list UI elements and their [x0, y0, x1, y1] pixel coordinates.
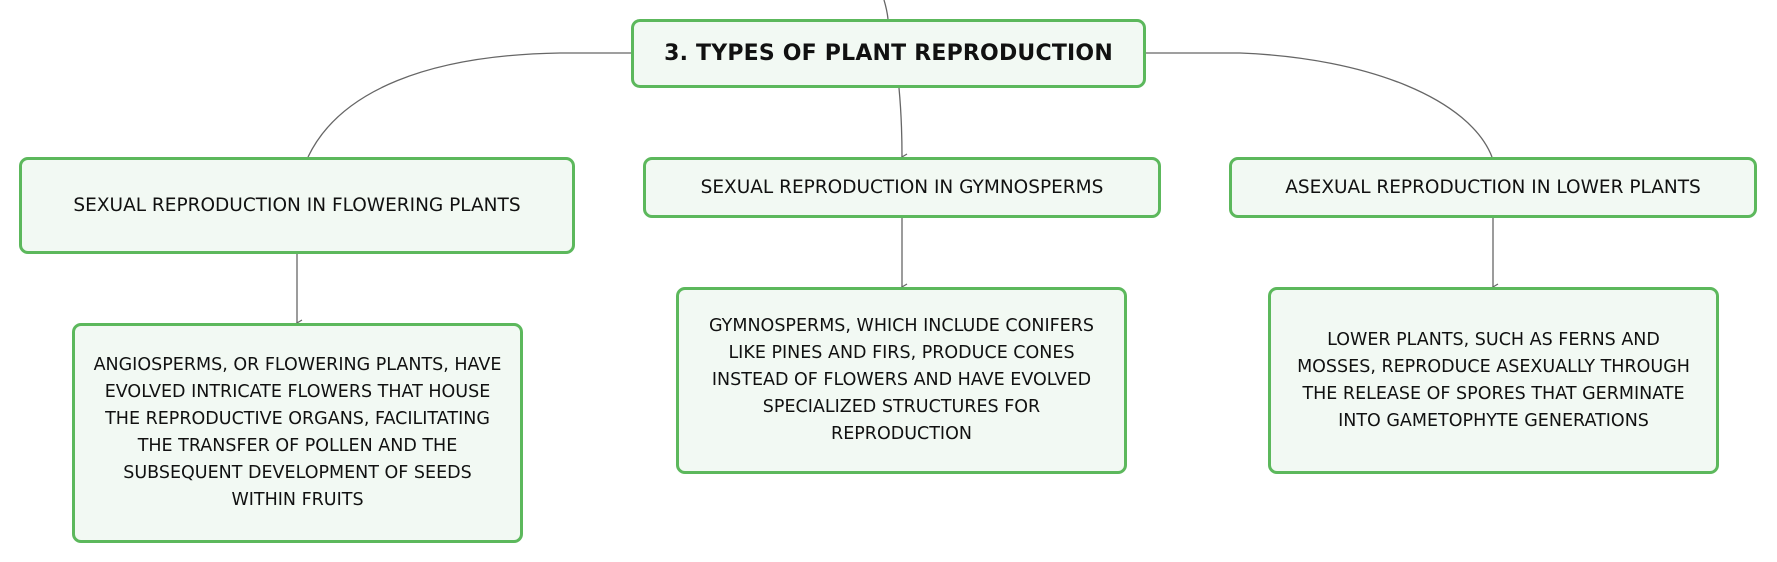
connector-root-to-branch-2: [898, 87, 908, 161]
connector-parent-to-root: [883, 0, 889, 20]
root-topic-node[interactable]: 3. TYPES OF PLANT REPRODUCTION: [631, 19, 1146, 88]
root-topic-label: 3. TYPES OF PLANT REPRODUCTION: [664, 41, 1113, 66]
detail-node-flowering-plants[interactable]: ANGIOSPERMS, OR FLOWERING PLANTS, HAVE E…: [72, 323, 523, 543]
connector-root-to-branch-3: [1146, 52, 1493, 158]
detail-text-gymnosperms: GYMNOSPERMS, WHICH INCLUDE CONIFERS LIKE…: [708, 316, 1094, 444]
branch-label-flowering-plants: SEXUAL REPRODUCTION IN FLOWERING PLANTS: [73, 195, 521, 216]
detail-text-lower-plants: LOWER PLANTS, SUCH AS FERNS AND MOSSES, …: [1297, 329, 1690, 431]
branch-node-lower-plants[interactable]: ASEXUAL REPRODUCTION IN LOWER PLANTS: [1229, 157, 1757, 218]
detail-node-lower-plants[interactable]: LOWER PLANTS, SUCH AS FERNS AND MOSSES, …: [1268, 287, 1719, 474]
branch-node-gymnosperms[interactable]: SEXUAL REPRODUCTION IN GYMNOSPERMS: [643, 157, 1161, 218]
connector-root-to-branch-1: [307, 52, 631, 158]
branch-label-lower-plants: ASEXUAL REPRODUCTION IN LOWER PLANTS: [1285, 177, 1701, 198]
detail-node-gymnosperms[interactable]: GYMNOSPERMS, WHICH INCLUDE CONIFERS LIKE…: [676, 287, 1127, 474]
detail-text-flowering-plants: ANGIOSPERMS, OR FLOWERING PLANTS, HAVE E…: [93, 355, 502, 510]
branch-label-gymnosperms: SEXUAL REPRODUCTION IN GYMNOSPERMS: [700, 177, 1104, 198]
branch-node-flowering-plants[interactable]: SEXUAL REPRODUCTION IN FLOWERING PLANTS: [19, 157, 575, 254]
